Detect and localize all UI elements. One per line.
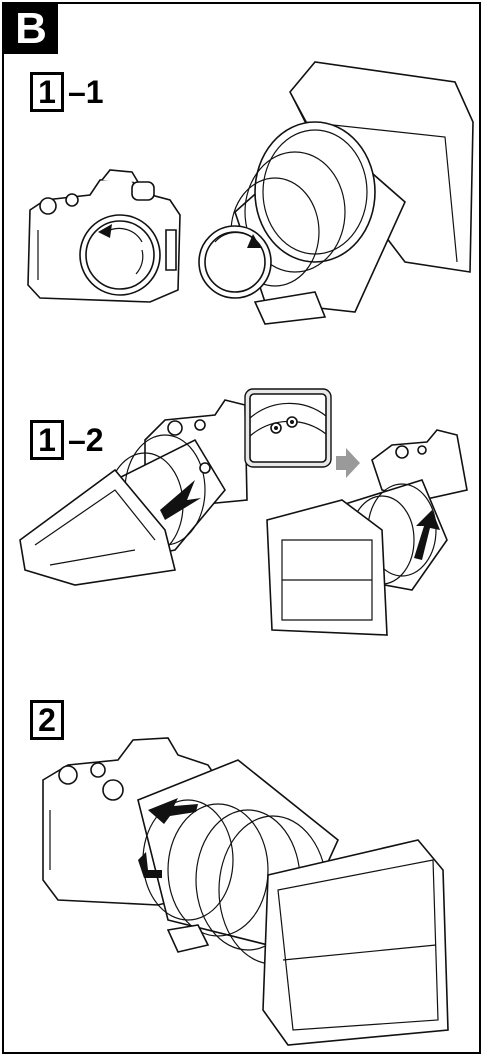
mount-index-inset: [244, 388, 332, 468]
attach-lens-illustration: [15, 380, 250, 590]
step-number-box: 2: [30, 700, 64, 740]
lens-locked-illustration: [262, 430, 477, 640]
step-2-label: 2: [30, 700, 64, 740]
step-suffix: –1: [68, 73, 104, 110]
camera-body-cap-illustration: [20, 170, 190, 310]
step-suffix: –2: [68, 421, 104, 458]
step-number-box: 1: [30, 72, 64, 112]
step-number-box: 1: [30, 420, 64, 460]
step-1-2-label: 1 –2: [30, 420, 104, 460]
next-arrow-icon: [336, 448, 360, 478]
step-1-1-label: 1 –1: [30, 72, 104, 112]
lens-rear-cap-illustration: [195, 62, 475, 332]
assembled-camera-illustration: [38, 720, 468, 1050]
section-badge: B: [4, 4, 58, 54]
